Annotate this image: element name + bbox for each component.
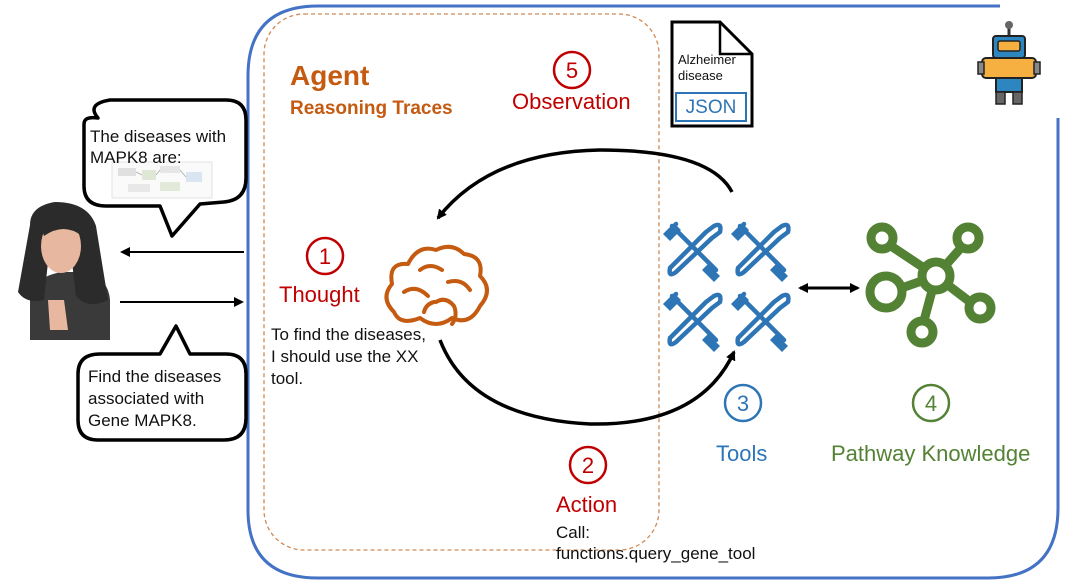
agent-title: Agent: [290, 60, 370, 91]
tool-glyph: [663, 221, 723, 282]
step-5-number: 5: [565, 58, 579, 83]
step-4-number: 4: [924, 391, 938, 416]
document-line-1: Alzheimer: [678, 52, 736, 67]
step-1-circle: [305, 236, 345, 276]
tools-label: Tools: [716, 441, 768, 466]
query-bubble-line-1: Find the diseases: [88, 367, 222, 386]
observation-label: Observation: [512, 89, 631, 114]
query-bubble: [76, 324, 248, 442]
wrench-screwdriver-icon: [663, 221, 791, 352]
pathway-label: Pathway Knowledge: [831, 441, 1031, 466]
thought-text-line-2: I should use the XX: [271, 347, 419, 366]
step-2-circle: [568, 445, 608, 485]
thought-label: Thought: [279, 282, 360, 307]
step-3-number: 3: [736, 391, 750, 416]
action-label: Action: [556, 492, 618, 517]
response-bubble-line-1: The diseases with: [90, 127, 227, 146]
thought-text-line-3: tool.: [271, 369, 304, 388]
action-text-line-2: functions.query_gene_tool: [556, 544, 756, 563]
mini-pathway-figure: [111, 161, 213, 199]
tool-glyph: [663, 291, 723, 352]
brain-icon: [384, 244, 489, 326]
tool-glyph: [731, 291, 791, 352]
observation-loop-arrow: [436, 148, 734, 220]
step-1-number: 1: [318, 244, 332, 269]
step-4-circle: [911, 383, 951, 423]
woman-avatar-icon: [18, 202, 110, 340]
agent-frame: [246, 4, 1060, 580]
tool-glyph: [731, 221, 791, 282]
action-text-line-1: Call:: [556, 523, 591, 542]
step-5-circle: [552, 50, 592, 90]
query-bubble-line-2: associated with: [88, 389, 205, 408]
document-icon: [670, 20, 754, 128]
network-graph-icon: [865, 222, 996, 348]
step-2-number: 2: [581, 453, 595, 478]
agent-subtitle: Reasoning Traces: [290, 98, 453, 119]
thought-text-line-1: To find the diseases,: [271, 325, 426, 344]
document-line-2: disease: [678, 68, 723, 83]
robot-icon: [977, 21, 1041, 105]
document-format-label: JSON: [685, 97, 737, 118]
action-loop-arrow: [438, 339, 736, 426]
response-bubble-line-2: MAPK8 are:: [90, 148, 182, 167]
step-3-circle: [723, 383, 763, 423]
reasoning-trace-box: [263, 13, 660, 551]
query-bubble-line-3: Gene MAPK8.: [88, 411, 197, 430]
